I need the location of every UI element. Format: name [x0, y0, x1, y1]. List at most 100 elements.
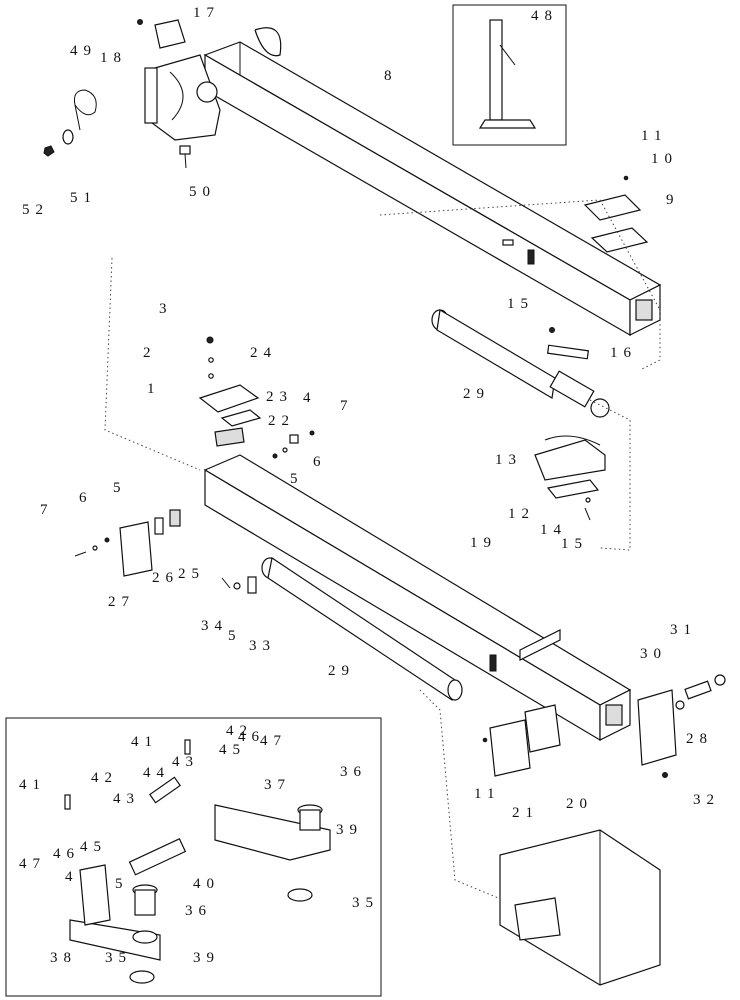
cylinder-upper	[431, 309, 610, 418]
inset-detail	[5, 717, 382, 997]
washer-14	[585, 497, 591, 503]
callout-c-31: 31	[670, 622, 697, 638]
callout-c-21: 21	[512, 805, 539, 821]
callout-c-33: 33	[249, 638, 276, 654]
bolt-18	[137, 19, 143, 25]
callout-c-5-top: 5	[290, 471, 304, 487]
block-25	[169, 509, 181, 527]
callout-c-15-top: 15	[507, 296, 534, 312]
callout-c-36-a: 36	[340, 764, 367, 780]
callout-c-6-top: 6	[313, 454, 327, 470]
callout-c-46-a: 46	[238, 729, 265, 745]
callout-c-16: 16	[610, 345, 637, 361]
callout-c-47-b: 47	[19, 856, 46, 872]
callout-c-45-a: 45	[219, 742, 246, 758]
upper-beam	[203, 41, 662, 337]
nut-52	[43, 145, 55, 157]
nut-5-top	[272, 453, 278, 459]
callout-c-34: 34	[201, 618, 228, 634]
callout-c-50: 50	[189, 184, 216, 200]
ring-31	[714, 674, 726, 686]
callout-c-5-bot-a: 5	[115, 876, 129, 892]
callout-c-4-b: 4	[65, 869, 79, 885]
callout-c-11-bot: 11	[474, 786, 500, 802]
hitch-head	[144, 27, 282, 141]
callout-c-27: 27	[108, 594, 135, 610]
bolt-50	[179, 145, 191, 169]
callout-c-29-mid: 29	[328, 663, 355, 679]
callout-c-24: 24	[250, 345, 277, 361]
plate-28	[637, 689, 677, 766]
callout-c-25: 25	[178, 566, 205, 582]
clip-49	[74, 89, 97, 116]
callout-c-42-a: 42	[226, 723, 253, 739]
callout-c-3: 3	[159, 301, 173, 317]
callout-c-38: 38	[50, 950, 77, 966]
callout-c-28: 28	[686, 731, 713, 747]
bracket-13	[534, 435, 606, 481]
callout-c-46-b: 46	[53, 846, 80, 862]
group-outline-middle	[104, 257, 631, 551]
bolt-7-left	[74, 551, 87, 557]
callout-c-36-b: 36	[185, 903, 212, 919]
callout-c-7-top: 7	[340, 398, 354, 414]
plate-12	[546, 479, 600, 499]
bolt-15-mid	[584, 507, 591, 521]
plate-21	[489, 719, 531, 777]
callout-c-17-top: 17	[193, 5, 220, 21]
callout-c-41-a: 41	[131, 734, 158, 750]
callout-c-2-a: 2	[143, 345, 157, 361]
callout-c-15-mid: 15	[561, 536, 588, 552]
callout-c-48: 48	[531, 8, 558, 24]
callout-c-32: 32	[693, 792, 720, 808]
bolt-7-top	[309, 430, 315, 436]
callout-c-5-mid: 5	[228, 628, 242, 644]
nut-5-left	[104, 537, 110, 543]
screw-11-top	[623, 175, 629, 181]
callout-c-5-left: 5	[113, 480, 127, 496]
plate-24	[198, 384, 260, 413]
plate-9	[590, 227, 649, 253]
plate-10	[583, 194, 642, 221]
callout-c-10: 10	[651, 151, 678, 167]
callout-c-11-top: 11	[641, 128, 667, 144]
callout-c-20: 20	[566, 796, 593, 812]
callout-c-47-a: 47	[260, 733, 287, 749]
callout-c-23: 23	[266, 389, 293, 405]
callout-c-35-a: 35	[352, 895, 379, 911]
callout-c-7-left: 7	[40, 502, 54, 518]
callout-c-35-b: 35	[105, 950, 132, 966]
washer-1	[208, 373, 214, 379]
callout-c-4: 4	[303, 390, 317, 406]
pin-33	[247, 576, 257, 594]
callout-c-29-top: 29	[463, 386, 490, 402]
plate-27	[119, 521, 153, 577]
callout-c-13: 13	[495, 452, 522, 468]
callout-c-22: 22	[268, 413, 295, 429]
screw-11-bot	[482, 737, 488, 743]
callout-c-19: 19	[470, 535, 497, 551]
plate-23	[220, 409, 262, 427]
nut-5-mid	[233, 582, 241, 590]
callout-c-6-left: 6	[79, 490, 93, 506]
callout-c-44: 44	[143, 765, 170, 781]
callout-c-40: 40	[193, 876, 220, 892]
ring-30	[675, 700, 685, 710]
callout-c-1: 1	[147, 381, 161, 397]
washer-2	[208, 357, 214, 363]
callout-c-26: 26	[152, 570, 179, 586]
callout-c-43-b: 43	[113, 791, 140, 807]
callout-c-52: 52	[22, 202, 49, 218]
callout-c-51: 51	[70, 190, 97, 206]
callout-c-42-b: 42	[91, 770, 118, 786]
pin-16	[546, 344, 590, 360]
plate-20	[524, 704, 561, 753]
callout-c-12: 12	[508, 506, 535, 522]
callout-c-43-a: 43	[172, 754, 199, 770]
callout-c-39-b: 39	[193, 950, 220, 966]
callout-c-39-a: 39	[336, 822, 363, 838]
clip-4	[289, 434, 299, 444]
cylinder-lower	[261, 557, 463, 702]
